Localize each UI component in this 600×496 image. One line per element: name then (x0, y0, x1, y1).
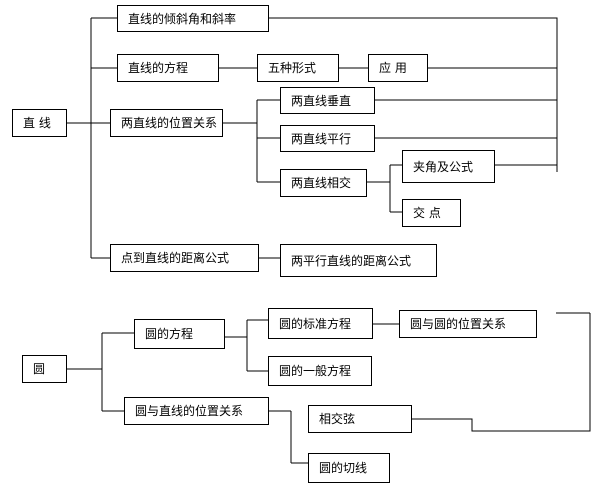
node-yuanfangcheng: 圆的方程 (134, 319, 225, 349)
node-fangcheng: 直线的方程 (117, 54, 219, 82)
node-xiangjiao: 两直线相交 (280, 169, 367, 197)
connector-yuanzhixian (268, 410, 308, 464)
node-yuan: 圆 (22, 355, 67, 383)
connector-zhixian (66, 17, 117, 259)
node-chuizhi: 两直线垂直 (280, 87, 375, 114)
connector-xiangjiao (366, 164, 402, 213)
node-jiajiao: 夹角及公式 (402, 150, 495, 183)
connector-yuan (66, 332, 134, 412)
node-yuanzhixian: 圆与直线的位置关系 (124, 397, 269, 425)
connector-right-lower (412, 312, 591, 432)
node-yiban: 圆的一般方程 (268, 356, 372, 386)
node-pxjuli: 两平行直线的距离公式 (280, 244, 437, 277)
node-pingxing: 两直线平行 (280, 125, 375, 152)
node-xiangjiaoxian: 相交弦 (308, 405, 412, 433)
node-yuanyuan: 圆与圆的位置关系 (399, 310, 537, 338)
node-yingyong: 应 用 (368, 54, 428, 82)
connector-weizhi (222, 99, 280, 183)
node-zhixian: 直 线 (12, 109, 67, 137)
connector-right-trunk (268, 17, 558, 172)
node-biaozhun: 圆的标准方程 (268, 308, 373, 339)
node-qingxiejiao: 直线的倾斜角和斜率 (117, 5, 269, 32)
node-qiexian: 圆的切线 (308, 453, 390, 483)
connector-yuanfangcheng (224, 319, 268, 372)
node-weizhi: 两直线的位置关系 (110, 109, 223, 137)
node-wuzhong: 五种形式 (257, 54, 339, 82)
node-jiaodian: 交 点 (402, 199, 461, 227)
node-juli: 点到直线的距离公式 (110, 244, 259, 272)
